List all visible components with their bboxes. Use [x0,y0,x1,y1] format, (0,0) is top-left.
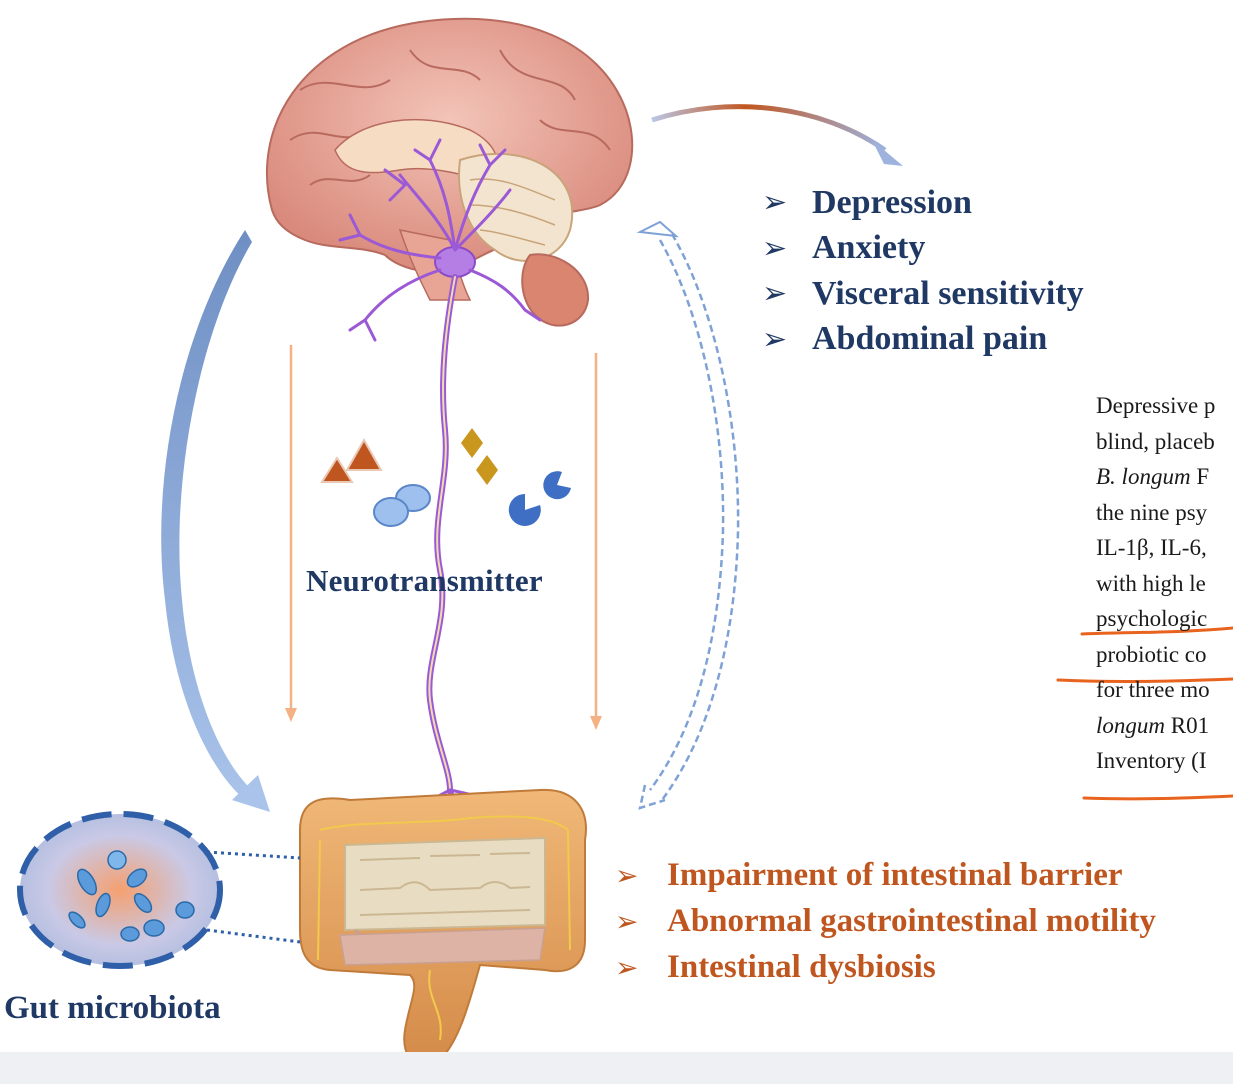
brain-effect-label: Depression [812,184,972,222]
snippet-line: Inventory (I [1096,743,1233,779]
gut-microbiota-label: Gut microbiota [4,990,221,1027]
chevron-right-icon: ➢ [762,322,812,357]
snippet-text: probiotic co [1096,642,1207,667]
snippet-line: IL-1β, IL-6, [1096,530,1233,566]
gut-effect-label: Abnormal gastrointestinal motility [667,903,1156,940]
brain-effect-item: ➢Depression [762,180,1084,226]
gut-effect-item: ➢Impairment of intestinal barrier [615,852,1156,898]
chevron-right-icon: ➢ [762,276,812,311]
snippet-line: with high le [1096,566,1233,602]
snippet-line: longum R01 [1096,708,1233,744]
chevron-right-icon: ➢ [762,231,812,266]
bottom-band [0,1052,1233,1084]
snippet-text: IL-1β, IL-6, [1096,535,1207,560]
chevron-right-icon: ➢ [615,905,667,938]
snippet-text: F [1191,464,1210,489]
top-curved-arrow [652,107,903,166]
gut-effect-item: ➢Abnormal gastrointestinal motility [615,898,1156,944]
snippet-line: for three mo [1096,672,1233,708]
brain-effect-label: Anxiety [812,229,925,267]
brain-effects-list: ➢Depression➢Anxiety➢Visceral sensitivity… [762,180,1084,362]
diamond-molecule-icon [461,428,498,485]
pacman-molecule-icon [509,471,571,526]
brain-effect-item: ➢Abdominal pain [762,317,1084,363]
snippet-text: with high le [1096,571,1206,596]
brain-illustration [267,19,632,326]
neurotransmitter-label: Neurotransmitter [306,563,543,599]
chevron-right-icon: ➢ [615,859,667,892]
snippet-line: psychologic [1096,601,1233,637]
chevron-right-icon: ➢ [762,185,812,220]
pathway-arrow-left [285,345,297,722]
snippet-line: the nine psy [1096,495,1233,531]
circle-molecule-icon [374,485,430,526]
snippet-line: B. longum F [1096,459,1233,495]
gut-effects-list: ➢Impairment of intestinal barrier➢Abnorm… [615,852,1156,990]
gut-effect-item: ➢Intestinal dysbiosis [615,944,1156,990]
brain-effect-label: Visceral sensitivity [812,275,1084,313]
snippet-line: probiotic co [1096,637,1233,673]
left-curved-arrow [161,230,270,812]
snippet-text: Inventory (I [1096,748,1207,773]
gut-microbiota-bubble [20,814,300,966]
right-dashed-arrow [640,222,738,808]
snippet-text: psychologic [1096,606,1207,631]
brain-effect-label: Abdominal pain [812,320,1047,358]
snippet-line: blind, placeb [1096,424,1233,460]
gut-effect-label: Intestinal dysbiosis [667,949,936,986]
snippet-text: Depressive p [1096,393,1215,418]
snippet-text: for three mo [1096,677,1210,702]
snippet-text: longum [1096,713,1165,738]
intestine-illustration [300,790,586,1066]
brain-effect-item: ➢Visceral sensitivity [762,271,1084,317]
snippet-text: the nine psy [1096,500,1207,525]
chevron-right-icon: ➢ [615,951,667,984]
snippet-text: R01 [1165,713,1209,738]
snippet-line: Depressive p [1096,388,1233,424]
pathway-arrow-right [590,353,602,730]
gut-effect-label: Impairment of intestinal barrier [667,857,1123,894]
snippet-text: blind, placeb [1096,429,1215,454]
snippet-text: B. longum [1096,464,1191,489]
triangle-molecule-icon [322,440,381,482]
brain-effect-item: ➢Anxiety [762,226,1084,272]
